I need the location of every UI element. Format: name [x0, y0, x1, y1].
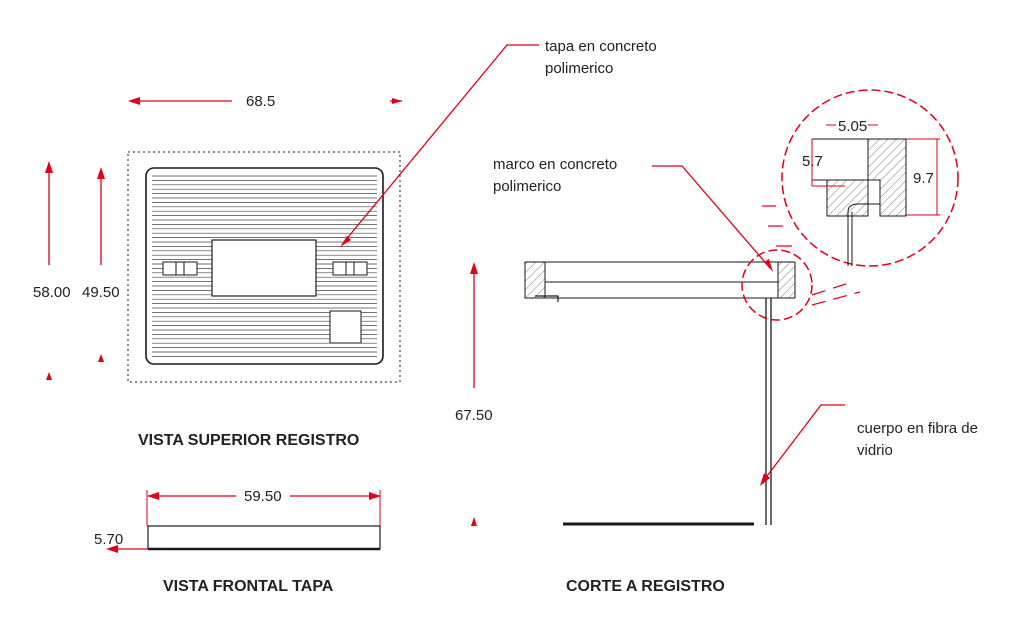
front-view-title: VISTA FRONTAL TAPA — [163, 578, 334, 595]
lid-left-handle — [162, 261, 198, 276]
section-detail-zoom — [781, 89, 959, 267]
inner-height-dimension: 49.50 — [82, 284, 120, 301]
frame-material-line1: marco en concreto — [493, 156, 617, 173]
detail-height-dimension: 9.7 — [913, 170, 934, 187]
cover-width-dimension: 59.50 — [244, 488, 282, 505]
front-view: 59.50 5.70 VISTA FRONTAL TAPA — [94, 488, 381, 595]
lid-logo-plate — [329, 310, 362, 344]
top-view-outer-frame — [127, 151, 401, 383]
cover-material-line2: polimerico — [545, 60, 613, 77]
frame-material-line2: polimerico — [493, 178, 561, 195]
lid-center-plate — [211, 239, 317, 297]
top-width-dimension: 68.5 — [246, 93, 275, 110]
detail-step-dimension: 5.7 — [802, 153, 823, 170]
top-view-lid — [145, 167, 384, 365]
section-title: CORTE A REGISTRO — [566, 578, 725, 595]
section-detail-callout — [741, 249, 813, 321]
front-view-lid-profile — [147, 525, 381, 550]
top-view-title: VISTA SUPERIOR REGISTRO — [138, 432, 359, 449]
lid-right-handle — [332, 261, 368, 276]
cover-material-line1: tapa en concreto — [545, 38, 657, 55]
body-height-dimension: 67.50 — [455, 407, 493, 424]
section-view: 5.05 5.7 9.7 marco en concreto polimeric… — [455, 89, 978, 595]
detail-width-dimension: 5.05 — [838, 118, 867, 135]
body-material-line2: vidrio — [857, 442, 893, 459]
top-view: 68.5 58.00 49.50 tapa en concreto polime… — [33, 38, 657, 449]
outer-height-dimension: 58.00 — [33, 284, 71, 301]
cover-thickness-dimension: 5.70 — [94, 531, 123, 548]
body-material-line1: cuerpo en fibra de — [857, 420, 978, 437]
